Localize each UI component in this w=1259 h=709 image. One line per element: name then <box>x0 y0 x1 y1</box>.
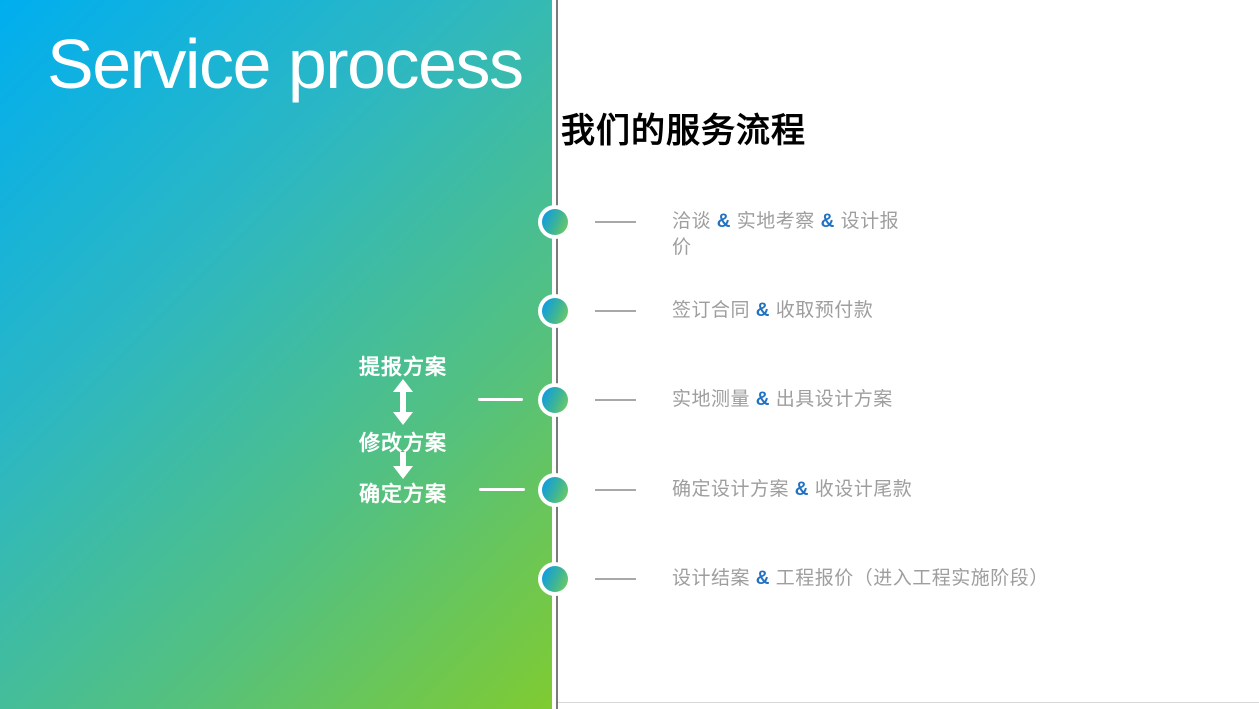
connector-dash <box>595 399 636 401</box>
connector-dash-left-step3 <box>478 398 523 401</box>
label-revise-plan: 修改方案 <box>359 432 447 455</box>
ampersand: & <box>755 389 771 410</box>
timeline-step-line: 价 <box>672 237 692 258</box>
connector-dash <box>595 310 636 312</box>
timeline-step-text: 签订合同 & 收取预付款 <box>672 298 873 324</box>
down-arrow-icon <box>393 452 413 479</box>
timeline-step-text: 设计结案 & 工程报价（进入工程实施阶段） <box>672 566 1049 592</box>
timeline-step-text: 实地测量 & 出具设计方案 <box>672 387 893 413</box>
ampersand: & <box>755 568 771 589</box>
timeline-step-text: 确定设计方案 & 收设计尾款 <box>672 477 912 503</box>
page-title: 我们的服务流程 <box>561 112 806 150</box>
label-confirm-plan: 确定方案 <box>359 483 447 506</box>
timeline-step-line: 签订合同 & 收取预付款 <box>672 300 874 321</box>
timeline-step-line: 洽谈 & 实地考察 & 设计报 <box>672 211 900 232</box>
double-headed-vertical-arrow-icon <box>393 379 413 425</box>
connector-dash <box>595 221 636 223</box>
timeline-step-line: 实地测量 & 出具设计方案 <box>672 389 893 410</box>
vertical-divider-line <box>556 0 558 709</box>
ampersand: & <box>755 300 771 321</box>
ampersand: & <box>794 479 810 500</box>
ampersand: & <box>820 211 835 232</box>
label-submit-plan: 提报方案 <box>359 356 447 379</box>
timeline-step-text: 洽谈 & 实地考察 & 设计报价 <box>672 209 899 261</box>
timeline-step-line: 设计结案 & 工程报价（进入工程实施阶段） <box>672 568 1049 589</box>
timeline-step-line: 确定设计方案 & 收设计尾款 <box>672 479 913 500</box>
left-gradient-panel: Service process 提报方案 修改方案 确定方案 <box>0 0 552 709</box>
bottom-hairline <box>558 702 1259 703</box>
connector-dash <box>595 578 636 580</box>
slide-title: Service process <box>47 25 524 103</box>
connector-dash <box>595 489 636 491</box>
ampersand: & <box>716 211 732 232</box>
connector-dash-left-step4 <box>479 488 525 491</box>
